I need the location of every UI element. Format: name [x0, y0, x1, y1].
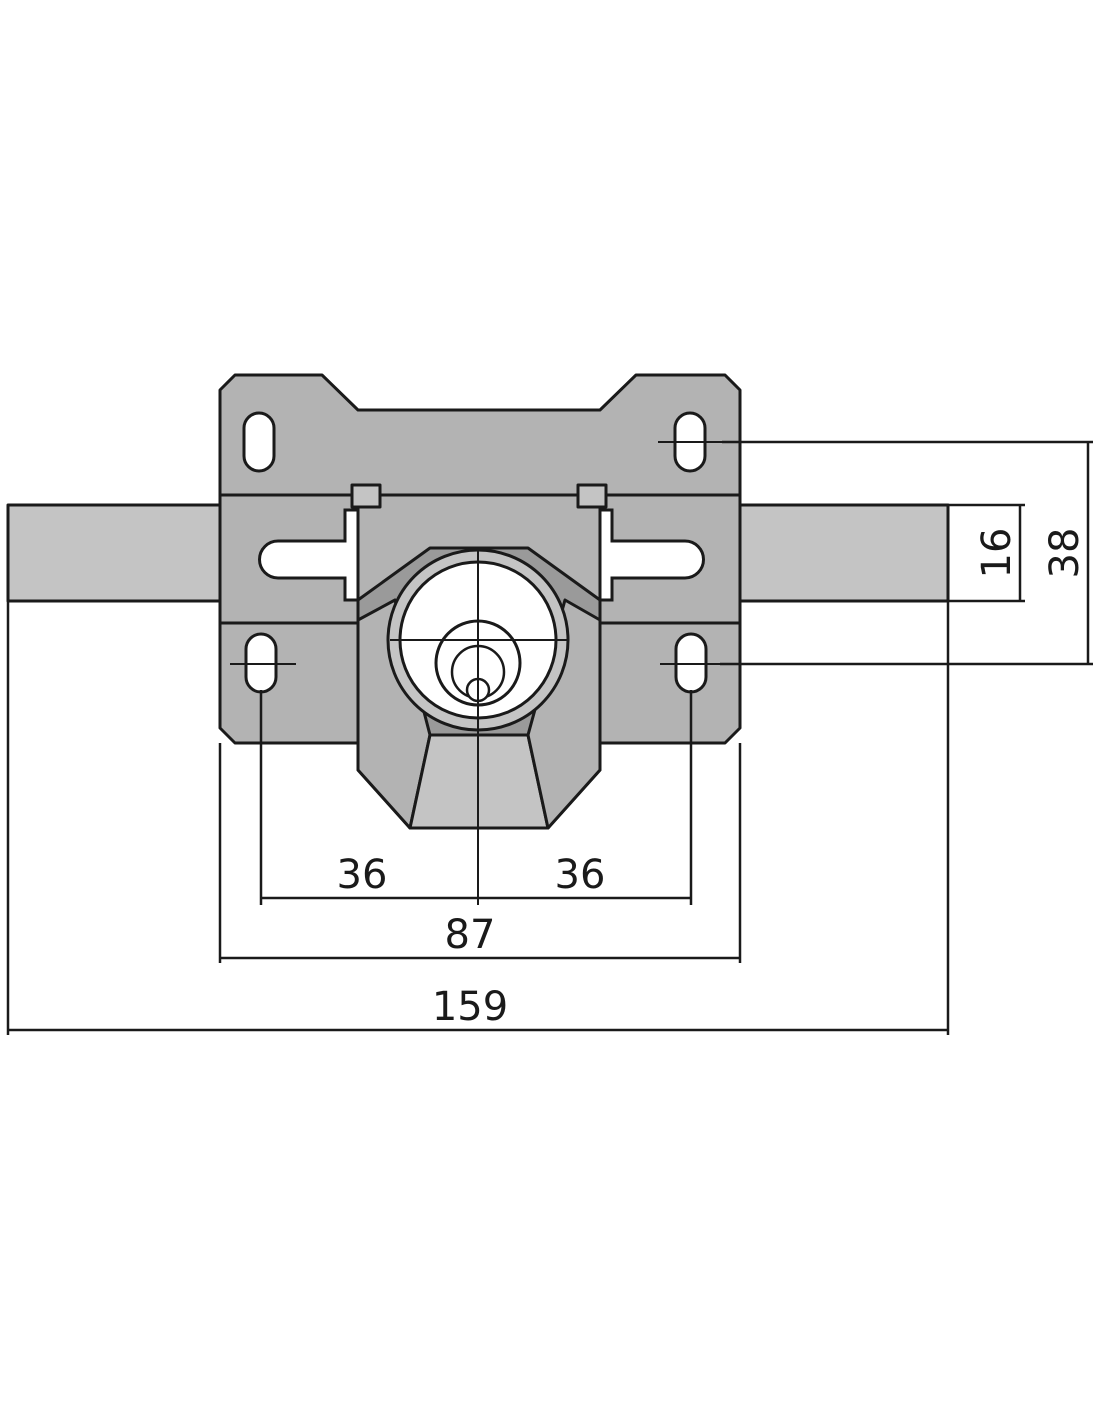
dim-label-87: 87 [445, 912, 496, 958]
dim-label-36-right: 36 [555, 852, 606, 898]
dim-label-38: 38 [1042, 528, 1088, 579]
right-bolt-bar [736, 503, 950, 603]
dim-label-159: 159 [432, 984, 508, 1030]
mounting-hole-top-left [242, 411, 276, 473]
dim-label-36-left: 36 [337, 852, 388, 898]
dim-label-16: 16 [974, 528, 1020, 579]
bolt-slot-left [258, 508, 360, 602]
left-bolt-bar [6, 503, 222, 603]
housing-facet-right [526, 598, 602, 830]
notch-right [576, 483, 608, 509]
notch-left [350, 483, 382, 509]
bolt-slot-right [598, 508, 705, 602]
